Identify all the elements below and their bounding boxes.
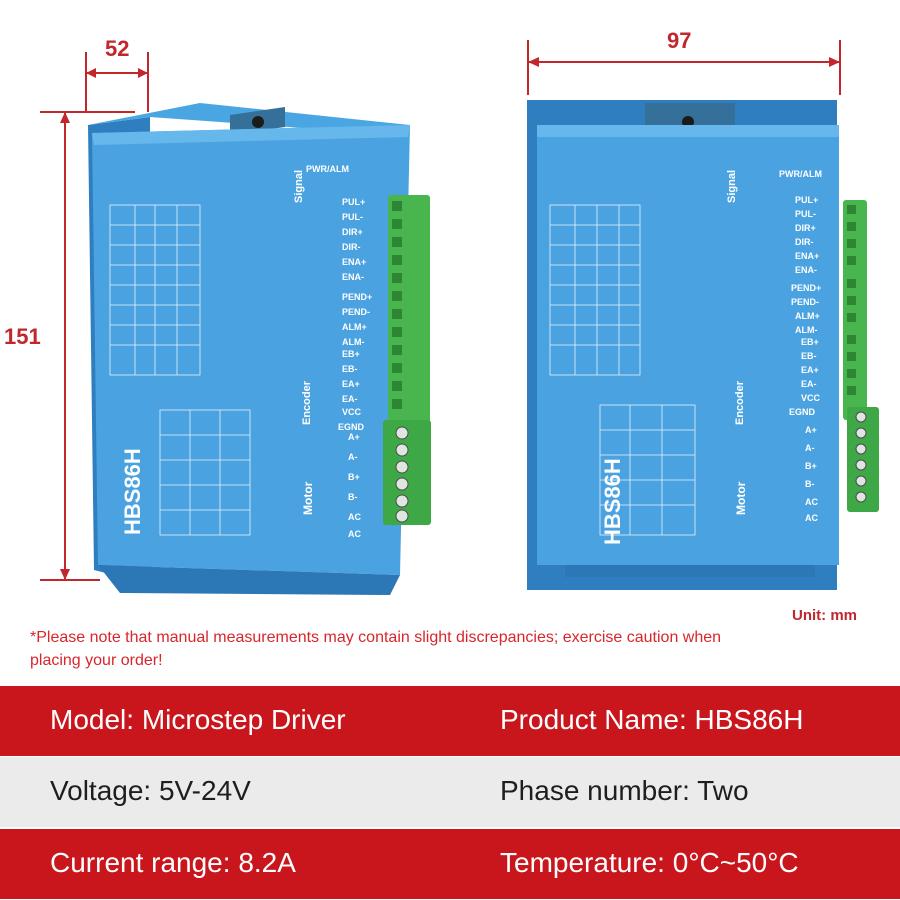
svg-text:A-: A- [805,443,815,453]
thickness-dimension-label: 52 [105,36,130,61]
unit-label: Unit: mm [792,607,857,624]
svg-text:B-: B- [348,492,358,502]
svg-text:A-: A- [348,452,358,462]
svg-text:PUL+: PUL+ [795,195,818,205]
svg-text:PEND-: PEND- [342,307,370,317]
left-motor-title: Motor [301,481,315,515]
svg-text:DIR+: DIR+ [795,223,816,233]
dimension-lines [40,40,841,581]
svg-text:EA-: EA- [801,379,817,389]
svg-text:B-: B- [805,479,815,489]
spec-voltage: Voltage: 5V-24V [50,775,251,806]
driver-left-image: HBS86H Signal Encoder Motor PWR/ALM PUL+… [88,103,431,595]
spec-phase: Phase number: Two [500,775,749,806]
svg-text:PEND+: PEND+ [342,292,372,302]
svg-text:EB+: EB+ [342,349,360,359]
svg-text:PUL-: PUL- [795,209,816,219]
svg-text:AC: AC [805,513,818,523]
svg-text:ALM+: ALM+ [795,311,820,321]
left-encoder-title: Encoder [301,380,313,425]
svg-text:VCC: VCC [801,393,821,403]
right-signal-title: Signal [726,170,738,203]
svg-text:ENA-: ENA- [795,265,817,275]
measurement-disclaimer: *Please note that manual measurements ma… [30,629,722,669]
spec-current: Current range: 8.2A [50,847,296,878]
right-motor-title: Motor [734,481,748,515]
height-dimension-label: 151 [4,324,41,349]
svg-text:EA+: EA+ [801,365,819,375]
svg-text:ENA-: ENA- [342,272,364,282]
svg-text:ENA+: ENA+ [795,251,819,261]
svg-text:PUL+: PUL+ [342,197,365,207]
right-model-print: HBS86H [600,458,625,545]
spec-row-3: Current range: 8.2A Temperature: 0°C~50°… [0,829,900,899]
svg-text:EGND: EGND [338,422,365,432]
svg-text:ALM-: ALM- [342,337,365,347]
spec-product-name: Product Name: HBS86H [500,704,804,735]
svg-text:EGND: EGND [789,407,816,417]
svg-text:PUL-: PUL- [342,212,363,222]
svg-text:A+: A+ [348,432,360,442]
svg-text:EA-: EA- [342,394,358,404]
svg-text:DIR+: DIR+ [342,227,363,237]
svg-text:ALM-: ALM- [795,325,818,335]
svg-text:ENA+: ENA+ [342,257,366,267]
left-pwr-alm: PWR/ALM [306,164,349,174]
svg-text:ALM+: ALM+ [342,322,367,332]
svg-text:AC: AC [348,512,361,522]
left-model-print: HBS86H [120,448,145,535]
svg-text:PEND+: PEND+ [791,283,821,293]
svg-text:B+: B+ [805,461,817,471]
left-signal-title: Signal [293,170,305,203]
svg-text:EB-: EB- [801,351,817,361]
width-dimension-label: 97 [667,28,692,53]
svg-text:AC: AC [805,497,818,507]
spec-model: Model: Microstep Driver [50,704,346,735]
svg-text:B+: B+ [348,472,360,482]
svg-text:A+: A+ [805,425,817,435]
right-encoder-title: Encoder [734,380,746,425]
svg-text:EB-: EB- [342,364,358,374]
svg-text:DIR-: DIR- [795,237,814,247]
svg-text:AC: AC [348,529,361,539]
svg-text:EB+: EB+ [801,337,819,347]
driver-right-image: HBS86H Signal Encoder Motor PWR/ALM PUL+… [527,100,879,590]
spec-row-1: Model: Microstep Driver Product Name: HB… [0,686,900,756]
svg-text:EA+: EA+ [342,379,360,389]
spec-temperature: Temperature: 0°C~50°C [500,847,799,878]
svg-text:PEND-: PEND- [791,297,819,307]
spec-row-2: Voltage: 5V-24V Phase number: Two [0,757,900,827]
svg-text:VCC: VCC [342,407,362,417]
right-pwr-alm: PWR/ALM [779,169,822,179]
svg-text:DIR-: DIR- [342,242,361,252]
